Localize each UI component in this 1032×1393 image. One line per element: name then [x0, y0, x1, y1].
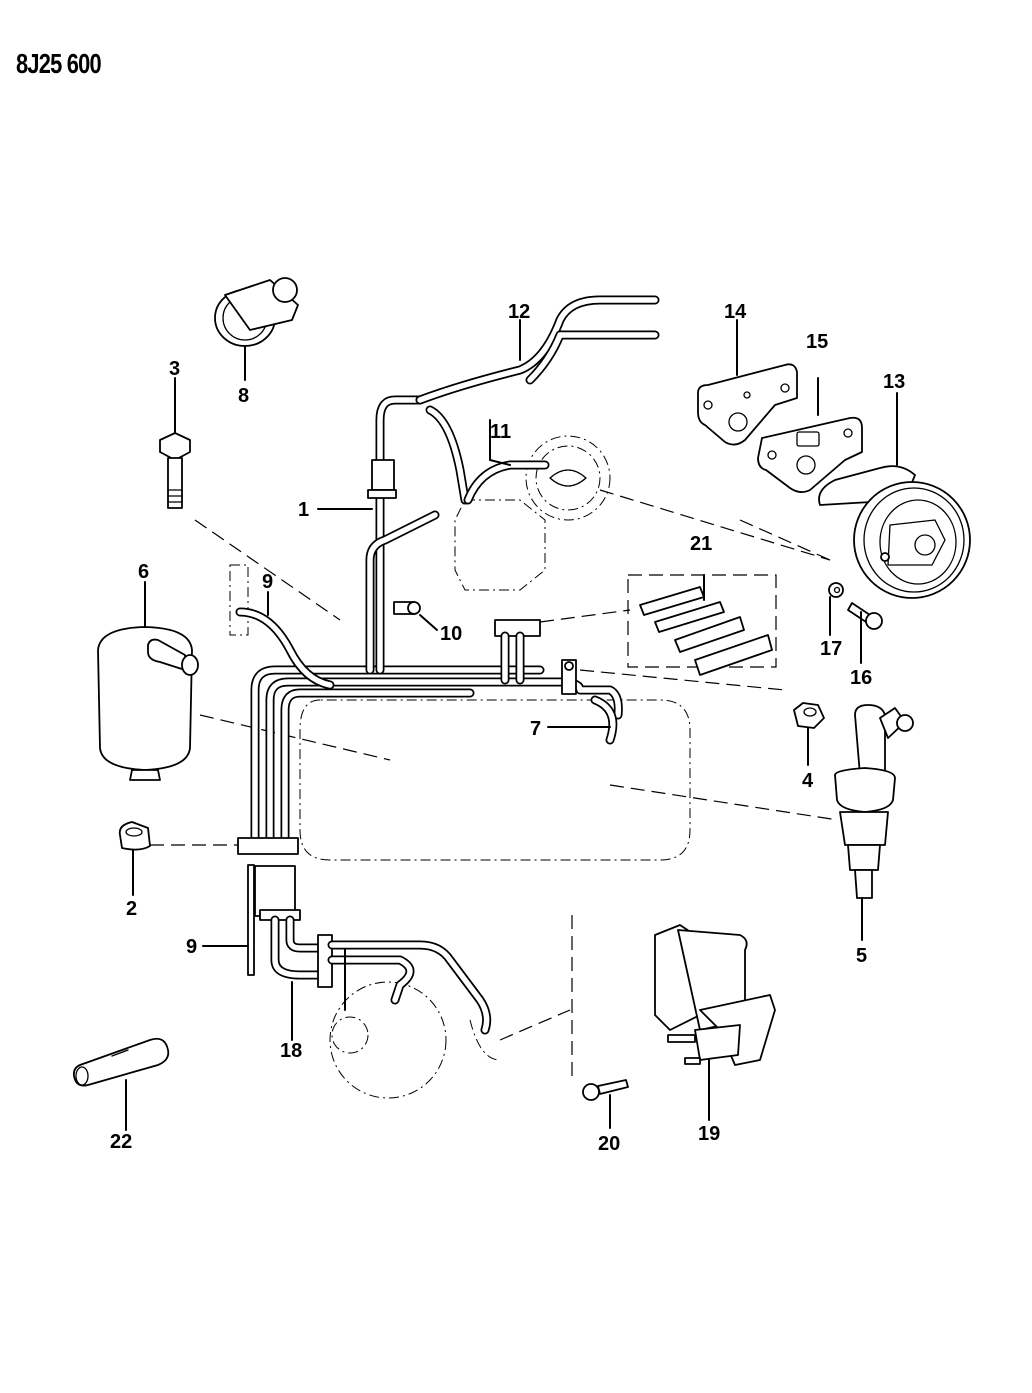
callout-14: 14 — [724, 301, 747, 323]
callout-1: 1 — [298, 499, 309, 521]
callout-21: 21 — [690, 533, 712, 555]
engine-outline-phantom — [229, 435, 691, 1099]
callout-10: 10 — [440, 623, 462, 645]
callout-3: 3 — [169, 358, 180, 380]
callout-13: 13 — [883, 371, 905, 393]
callout-leaders — [125, 319, 898, 1131]
vacuum-harness-icon — [235, 295, 660, 1035]
gasket-plate-icon — [697, 363, 798, 446]
callout-7: 7 — [530, 718, 541, 740]
bolt-icon-20 — [582, 1079, 629, 1101]
egr-valve-icon — [818, 465, 971, 599]
callout-2: 2 — [126, 898, 137, 920]
callout-8: 8 — [238, 385, 249, 407]
connector-icon — [72, 1037, 170, 1087]
callout-6: 6 — [138, 561, 149, 583]
callout-9b: 9 — [186, 936, 197, 958]
solenoid-icon — [654, 924, 776, 1066]
reference-leaders — [150, 489, 839, 1080]
washer-icon — [828, 582, 844, 598]
hex-nut-icon-4 — [793, 702, 825, 729]
hose-clamp-icon — [214, 277, 299, 347]
bolt-icon-16 — [847, 602, 883, 630]
callout-15: 15 — [806, 331, 828, 353]
callout-20: 20 — [598, 1133, 620, 1155]
diagram-code: 8J25 600 — [16, 48, 102, 79]
hex-bolt-icon — [159, 432, 191, 509]
gasket-icon — [757, 416, 863, 493]
hose-kit-icon — [627, 574, 777, 676]
callout-16: 16 — [850, 667, 872, 689]
callout-5: 5 — [856, 945, 867, 967]
callout-11: 11 — [490, 421, 511, 443]
reservoir-canister-icon — [97, 626, 199, 781]
callout-12: 12 — [508, 301, 530, 323]
callout-22: 22 — [110, 1131, 132, 1153]
check-valve-icon — [834, 704, 914, 899]
callout-17: 17 — [820, 638, 842, 660]
callout-9a: 9 — [262, 571, 273, 593]
callout-18: 18 — [280, 1040, 302, 1062]
hex-nut-icon — [118, 821, 151, 851]
callout-19: 19 — [698, 1123, 720, 1145]
callout-4: 4 — [802, 770, 814, 792]
